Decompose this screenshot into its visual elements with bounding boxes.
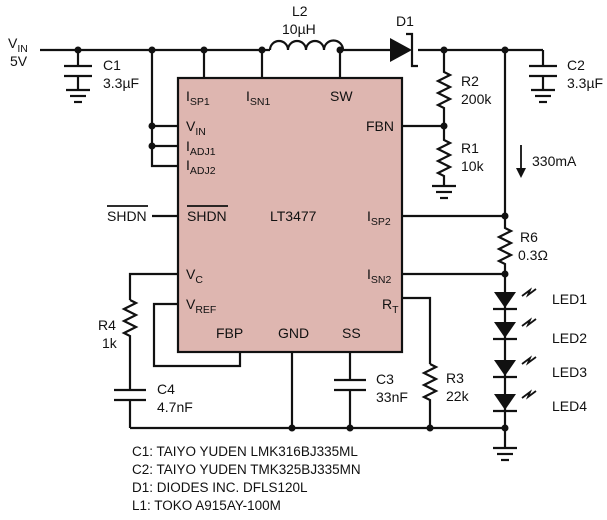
pin-iadj1: IADJ1 xyxy=(186,138,216,158)
bom-line: C2: TAIYO YUDEN TMK325BJ335MN xyxy=(132,462,361,477)
capacitor-c4 xyxy=(114,388,146,428)
led-2 xyxy=(493,317,537,341)
pin-vref: VREF xyxy=(186,296,216,316)
l2-name: L2 xyxy=(292,3,308,19)
led-3-label: LED3 xyxy=(552,364,587,380)
resistor-r2 xyxy=(435,50,453,126)
r4-name: R4 xyxy=(98,317,116,333)
vin-label: VIN xyxy=(8,35,28,55)
r6-value: 0.3Ω xyxy=(518,247,548,263)
c2-name: C2 xyxy=(567,57,585,73)
pin-isp1: ISP1 xyxy=(186,88,210,108)
c1-value: 3.3µF xyxy=(103,75,139,91)
pin-sw: SW xyxy=(330,88,353,104)
resistor-r6 xyxy=(496,216,514,274)
capacitor-c2 xyxy=(529,50,557,104)
r6-name: R6 xyxy=(520,229,538,245)
pin-isp2: ISP2 xyxy=(367,208,391,228)
led-4 xyxy=(493,389,537,413)
c3-value: 33nF xyxy=(376,389,408,405)
d1-name: D1 xyxy=(396,13,414,29)
led-3 xyxy=(493,355,537,379)
r2-name: R2 xyxy=(461,73,479,89)
resistor-r1 xyxy=(432,126,456,200)
c1-name: C1 xyxy=(103,57,121,73)
pin-fbn: FBN xyxy=(366,118,394,134)
ic-name: LT3477 xyxy=(270,208,317,224)
current-value: 330mA xyxy=(532,153,577,169)
r1-value: 10k xyxy=(461,158,485,174)
c3-name: C3 xyxy=(376,371,394,387)
resistor-r3 xyxy=(421,363,439,428)
current-arrow xyxy=(516,145,526,178)
l2-value: 10µH xyxy=(282,21,316,37)
pin-vc: VC xyxy=(186,266,203,286)
pin-rt: RT xyxy=(382,296,399,316)
pin-ss: SS xyxy=(342,325,361,341)
pin-isn2: ISN2 xyxy=(367,266,391,286)
capacitor-c3 xyxy=(334,352,366,428)
r3-name: R3 xyxy=(446,370,464,386)
led-1-label: LED1 xyxy=(552,291,587,307)
bom-line: C1: TAIYO YUDEN LMK316BJ335ML xyxy=(132,444,358,459)
led-1 xyxy=(493,287,537,311)
ground-symbol xyxy=(493,428,517,462)
r1-name: R1 xyxy=(461,140,479,156)
r3-value: 22k xyxy=(446,388,470,404)
capacitor-c1 xyxy=(64,50,92,104)
c4-value: 4.7nF xyxy=(157,399,193,415)
bom-line: D1: DIODES INC. DFLS120L xyxy=(132,480,308,495)
vin-voltage: 5V xyxy=(10,53,28,69)
pin-fbp: FBP xyxy=(216,325,243,341)
c2-value: 3.3µF xyxy=(567,75,603,91)
pin-shdn: SHDN xyxy=(187,208,227,224)
shdn-signal: SHDN xyxy=(107,208,147,224)
ic-lt3477-body xyxy=(176,76,404,354)
bom-list: C1: TAIYO YUDEN LMK316BJ335ML C2: TAIYO … xyxy=(132,443,361,515)
bom-line: L1: TOKO A915AY-100M xyxy=(132,498,281,513)
pin-vin: VIN xyxy=(186,118,206,138)
diode-d1 xyxy=(390,32,418,68)
r2-value: 200k xyxy=(461,91,492,107)
led-2-label: LED2 xyxy=(552,330,587,346)
c4-name: C4 xyxy=(157,381,175,397)
pin-iadj2: IADJ2 xyxy=(186,157,216,177)
resistor-r4 xyxy=(121,299,139,390)
r4-value: 1k xyxy=(102,335,118,351)
led-4-label: LED4 xyxy=(552,398,587,414)
pin-gnd: GND xyxy=(278,325,309,341)
inductor-l2 xyxy=(268,39,345,51)
pin-isn1: ISN1 xyxy=(246,88,270,108)
